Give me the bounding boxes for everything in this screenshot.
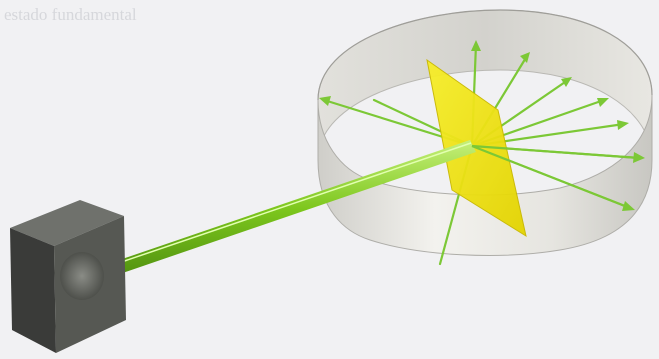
- block-aperture: [60, 252, 104, 300]
- arrowhead-4: [597, 98, 609, 107]
- arrowhead-3: [561, 77, 572, 87]
- source-block: [10, 200, 126, 353]
- arrowhead-5: [617, 120, 629, 130]
- block-front-face: [10, 228, 56, 353]
